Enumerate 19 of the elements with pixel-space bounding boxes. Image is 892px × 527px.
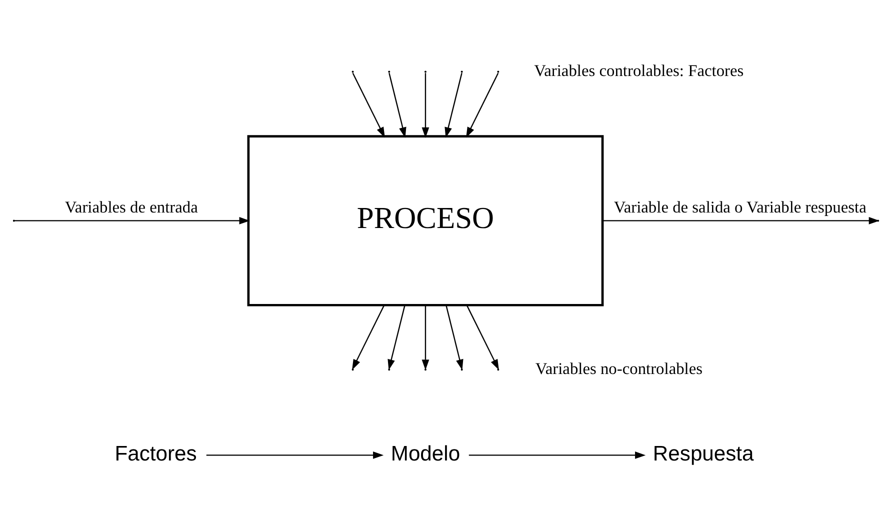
node-text: Factores bbox=[114, 442, 197, 466]
arrow bbox=[388, 72, 406, 138]
arrow bbox=[466, 72, 499, 138]
arrow bbox=[352, 72, 385, 138]
node-text: Respuesta bbox=[652, 442, 754, 466]
edge-label: Variable de salida o Variable respuesta bbox=[614, 198, 866, 217]
arrow bbox=[422, 73, 430, 138]
arrow bbox=[444, 72, 462, 138]
arrow bbox=[14, 217, 250, 224]
node-text: Modelo bbox=[390, 442, 460, 466]
arrow bbox=[422, 305, 430, 370]
edge-label: Variables de entrada bbox=[64, 198, 198, 217]
arrow bbox=[206, 452, 384, 459]
arrow bbox=[388, 305, 406, 370]
arrow bbox=[352, 305, 385, 370]
arrow bbox=[468, 452, 646, 459]
node-box: PROCESO bbox=[247, 135, 604, 306]
label: Variables no-controlables bbox=[535, 358, 703, 378]
label: Variables controlables: Factores bbox=[534, 61, 744, 80]
